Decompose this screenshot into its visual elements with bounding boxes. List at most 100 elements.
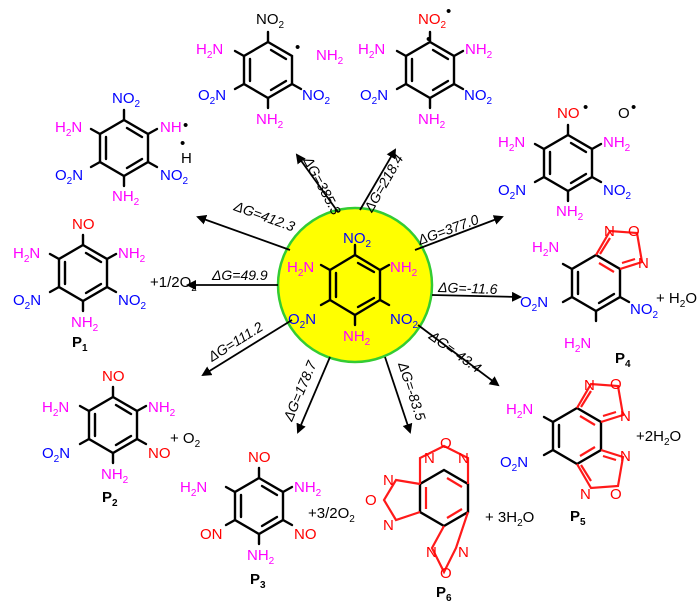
p6-byproduct: + 3H2O [485,509,534,529]
top2-radical-dot-ring: • [426,31,431,48]
top1-radical-dot: • [295,39,300,56]
right1-o-radical: O [618,105,630,122]
p6-n6: N [458,544,469,561]
left1-radical-dot: • [183,117,188,134]
top2-radical-dot-no2: • [446,3,451,20]
p4-o2n: O2N [520,294,548,314]
top2-no2-right: NO2 [464,87,493,107]
right1-nh2-bottom: NH2 [556,203,584,223]
center-top-no2: NO2 [343,230,372,250]
dg-label-r4: ΔG=377.0 [415,211,481,248]
p1-nh2: NH2 [118,245,146,265]
p6-n4: N [383,517,394,534]
left1-no2: NO2 [112,90,141,110]
center-lower-left-no2: O2N [288,311,316,331]
product-p6: N O N N O N N O N P6 + 3H2O [365,435,534,604]
dg-label-r9: ΔG=178.7 [280,357,320,424]
left1-h2n: H2N [55,119,82,139]
right1-radical-dot: • [583,99,588,116]
p4-o: O [628,223,640,240]
p1-o2n: O2N [13,292,41,312]
top2-o2n: O2N [360,87,388,107]
p4-no2: NO2 [630,301,659,321]
top1-no2: NO2 [256,11,285,31]
p3-byproduct: +3/2O2 [308,505,355,525]
p4-n2: N [638,255,649,272]
p2-label: P2 [102,489,118,509]
p4-label: P4 [615,350,631,370]
molecule-top-radical-1: NO2 H2N • NH2 O2N NO2 NH2 [196,11,344,131]
p5-o2: O [610,486,622,503]
center-lower-right-no2: NO2 [390,311,419,331]
p2-no-right: NO [148,445,171,462]
p3-nh2: NH2 [294,479,322,499]
p3-h2n: H2N [180,479,207,499]
p4-h2n-top: H2N [532,239,559,259]
dg-label-r2: ΔG=218.4 [360,151,406,215]
center-upper-left-nh2: H2N [287,259,314,279]
right1-h2n: H2N [498,134,525,154]
dg-label-r1: ΔG=385.3 [300,153,345,218]
center-molecule: NO2 H2N NH2 O2N NO2 NH2 [276,206,434,364]
top2-nh2-bottom: NH2 [418,111,446,131]
arrow-r7 [201,319,293,377]
p6-o1: O [440,435,452,452]
p1-byproduct: +1/2O2 [150,274,197,294]
p1-label: P1 [72,334,88,354]
center-upper-right-nh2: NH2 [390,259,418,279]
top1-nh2: NH2 [316,47,344,67]
arrow-r6 [431,291,522,302]
left1-no2-right: NO2 [160,167,189,187]
p1-h2n: H2N [13,245,40,265]
left1-nh2-bottom: NH2 [112,188,140,208]
p5-o1: O [610,376,622,393]
arrow-r9 [296,356,331,434]
p6-o3: O [440,565,452,582]
dg-label-r10: ΔG=-83.5 [395,359,429,423]
left1-nh: NH [160,119,182,136]
p6-o2: O [365,492,377,509]
top2-h2n: H2N [358,41,385,61]
left1-o2n: O2N [55,167,83,187]
right1-o2n: O2N [498,182,526,202]
right1-no: NO [557,105,580,122]
p2-no-top: NO [102,368,125,385]
dg-label-r3: ΔG=412.3 [231,197,297,234]
product-p3: NO H2N NH2 ON NO NH2 P3 +3/2O2 [180,449,355,591]
arrow-r10 [384,356,413,434]
p2-nh2: NH2 [148,399,176,419]
p5-n3: N [620,448,631,465]
top1-nh2-bottom: NH2 [256,111,284,131]
p6-label: P6 [436,584,452,604]
p6-n2: N [458,450,469,467]
p3-nh2-bottom: NH2 [247,547,275,567]
p2-o2n: O2N [42,445,70,465]
p3-on: ON [200,526,223,543]
p3-label: P3 [250,571,266,591]
p5-o2n: O2N [500,454,528,474]
dg-label-r6: ΔG=-11.6 [437,279,498,297]
p4-byproduct: + H2O [656,290,697,310]
left1-h-radical: H [181,150,192,167]
arrow-r2 [359,148,397,211]
right1-nh2: NH2 [603,134,631,154]
top1-o2n: O2N [198,87,226,107]
p5-label: P5 [570,508,586,528]
molecule-left-radical: NO2 H2N NH • • H O2N NO2 NH2 [55,90,192,208]
p5-n2: N [620,408,631,425]
p6-n3: N [383,472,394,489]
p1-no: NO [72,216,95,233]
arrow-r3 [196,214,291,251]
molecule-top-radical-2: NO2 • • H2N NH2 O2N NO2 NH2 [358,3,493,131]
dg-label-r8: ΔG=-43.4 [425,327,484,376]
p2-byproduct: + O2 [170,430,201,450]
p1-no2: NO2 [118,292,147,312]
p4-n1: N [604,223,615,240]
top1-h2n: H2N [196,41,223,61]
center-bottom-nh2: NH2 [343,328,371,348]
dg-label-r5: ΔG=49.9 [211,267,268,283]
p5-h2n: H2N [506,401,533,421]
p2-h2n: H2N [42,399,69,419]
product-p2: NO H2N NH2 O2N NO NH2 P2 + O2 [42,368,201,509]
